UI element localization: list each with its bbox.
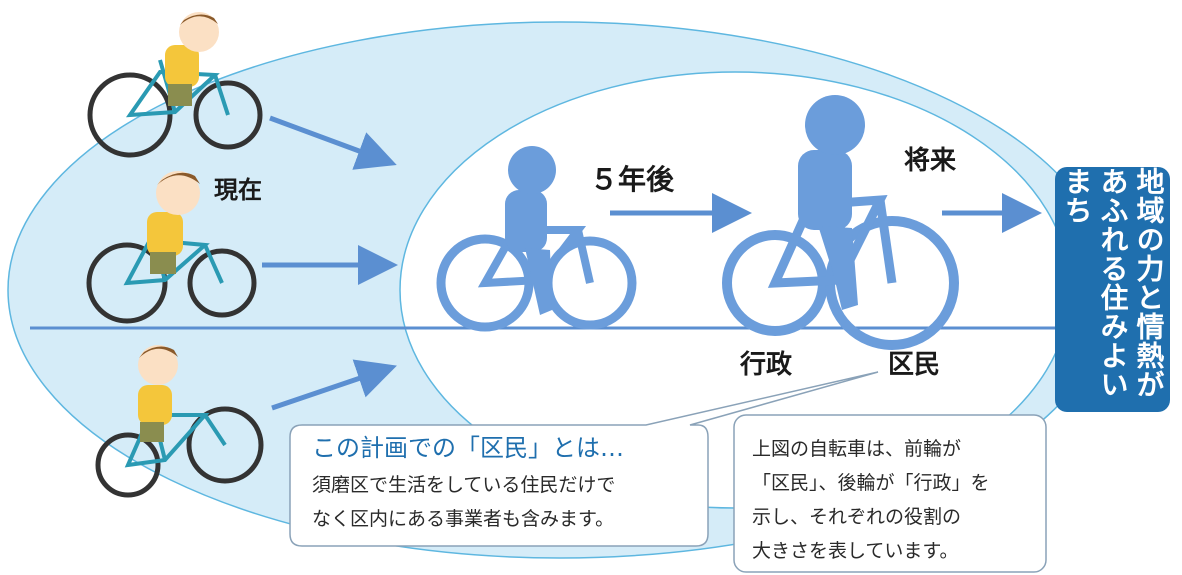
arrow-bottom [271,359,397,411]
note-line4: 大きさを表しています。 [752,540,959,562]
note-line1: 上図の自転車は、前輪が [752,438,962,460]
cyclist-current-bottom [95,345,264,498]
cyclist-five-years [436,146,637,332]
arrow-top [269,115,397,170]
note-line2: 「区民」、後輪が「行政」を [752,472,990,494]
label-residents: 区民 [888,350,941,380]
definition-body-line1: 須磨区で生活をしている住民だけで [312,474,616,496]
note-box [733,414,1047,573]
definition-title: この計画での「区民」とは… [312,434,624,462]
cyclist-current-middle [86,171,257,324]
label-government: 行政 [740,350,793,380]
label-now: 現在 [214,176,262,204]
cyclist-future [722,95,959,350]
definition-callout [289,371,879,547]
label-five-years: ５年後 [590,163,675,196]
definition-body-line2: なく区内にある事業者も含みます。 [312,508,615,530]
label-future: 将来 [904,146,957,176]
cyclist-current-top [87,12,263,158]
goal-box: 地域の力と情熱があふれる住みよいまち [1055,167,1170,412]
note-line3: 示し、それぞれの役割の [752,506,962,528]
